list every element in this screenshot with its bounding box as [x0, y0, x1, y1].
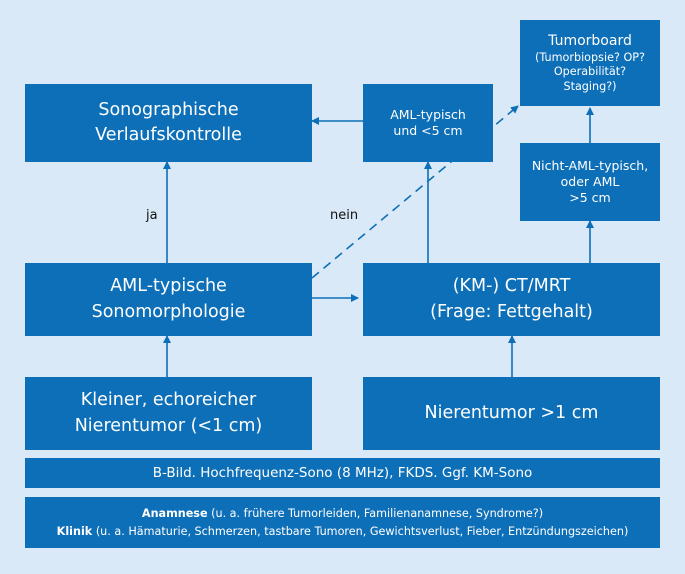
text-line: Nierentumor (<1 cm) — [74, 415, 263, 436]
box-kleiner-nierentumor: Kleiner, echoreicher Nierentumor (<1 cm) — [25, 377, 312, 450]
box-nicht-aml-typisch: Nicht-AML-typisch, oder AML >5 cm — [520, 143, 660, 221]
text-line: Staging?) — [563, 79, 617, 93]
anamnese-text: (u. a. frühere Tumorleiden, Familienanam… — [207, 507, 544, 521]
klinik-line: Klinik (u. a. Hämaturie, Schmerzen, tast… — [57, 523, 629, 540]
text-line: (Tumorbiopsie? OP? — [535, 50, 645, 64]
text-line: Sonomorphologie — [91, 301, 246, 322]
text-line: AML-typisch — [390, 106, 466, 122]
klinik-text: (u. a. Hämaturie, Schmerzen, tastbare Tu… — [92, 524, 629, 538]
text-line: Operabilität? — [553, 65, 627, 79]
box-aml-typisch-klein: AML-typisch und <5 cm — [363, 84, 493, 162]
klinik-label: Klinik — [56, 524, 93, 538]
text-line: B-Bild. Hochfrequenz-Sono (8 MHz), FKDS.… — [152, 464, 533, 481]
text-line: und <5 cm — [393, 123, 463, 138]
text-line: (KM-) CT/MRT — [452, 276, 571, 297]
label-ja: ja — [146, 208, 158, 223]
box-anamnese-klinik: Anamnese (u. a. frühere Tumorleiden, Fam… — [25, 497, 660, 548]
box-aml-typische-sonomorphologie: AML-typische Sonomorphologie — [25, 263, 312, 336]
text-line: Kleiner, echoreicher — [80, 390, 257, 411]
box-ct-mrt: (KM-) CT/MRT (Frage: Fettgehalt) — [363, 263, 660, 336]
text-line: Verlaufskontrolle — [95, 125, 242, 145]
text-line: (Frage: Fettgehalt) — [430, 301, 593, 322]
text-line: Sonographische — [98, 99, 239, 120]
label-nein: nein — [330, 208, 359, 223]
text-line: >5 cm — [569, 190, 611, 206]
anamnese-line: Anamnese (u. a. frühere Tumorleiden, Fam… — [142, 505, 543, 522]
box-b-bild: B-Bild. Hochfrequenz-Sono (8 MHz), FKDS.… — [25, 458, 660, 488]
box-nierentumor-gross: Nierentumor >1 cm — [363, 377, 660, 450]
anamnese-label: Anamnese — [141, 507, 208, 521]
tumorboard-title: Tumorboard — [548, 32, 632, 49]
text-line: AML-typische — [110, 276, 227, 297]
text-line: Nierentumor >1 cm — [424, 402, 599, 423]
text-line: oder AML — [560, 173, 620, 189]
box-sonographische-verlaufskontrolle: Sonographische Verlaufskontrolle — [25, 84, 312, 162]
box-tumorboard: Tumorboard (Tumorbiopsie? OP? Operabilit… — [520, 20, 660, 106]
text-line: Nicht-AML-typisch, — [531, 157, 649, 173]
